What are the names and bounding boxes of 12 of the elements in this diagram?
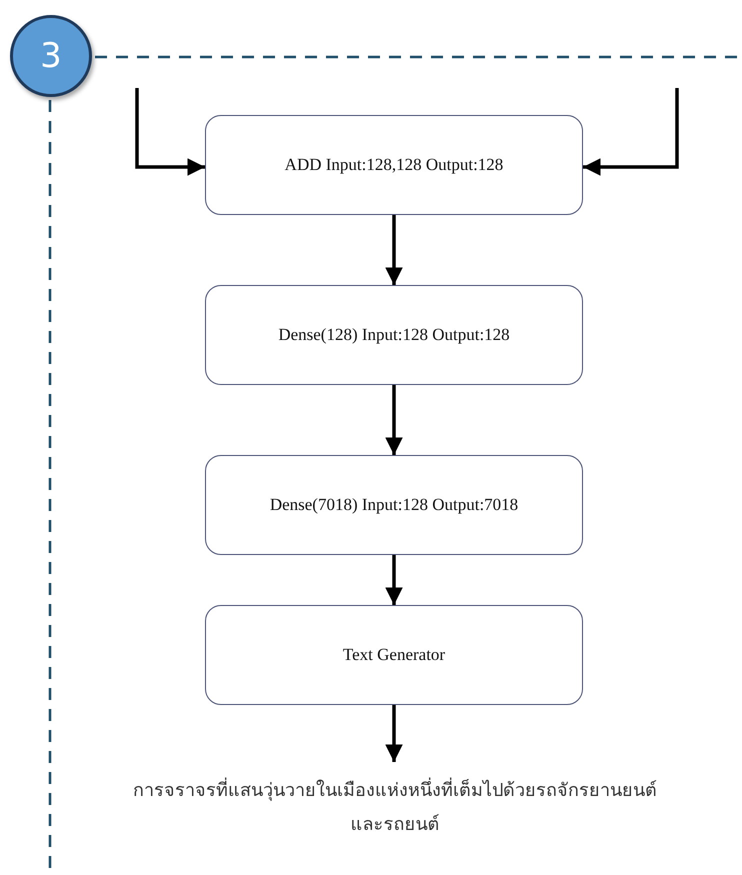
arrow xyxy=(385,705,403,762)
process-box: Dense(128) Input:128 Output:128 xyxy=(205,285,583,385)
process-box: Text Generator xyxy=(205,605,583,705)
arrow xyxy=(385,555,403,605)
process-box: Dense(7018) Input:128 Output:7018 xyxy=(205,455,583,555)
output-text: การจราจรที่แสนวุ่นวายในเมืองแห่งหนึ่งที่เต็มไปด้วยรถจักรยานยนต์และรถยนต์ xyxy=(130,762,660,854)
arrow xyxy=(385,215,403,285)
arrow xyxy=(135,88,205,176)
arrow xyxy=(583,88,679,176)
step-number-circle: 3 xyxy=(10,15,92,97)
arrow xyxy=(385,385,403,455)
process-box: ADD Input:128,128 Output:128 xyxy=(205,115,583,215)
